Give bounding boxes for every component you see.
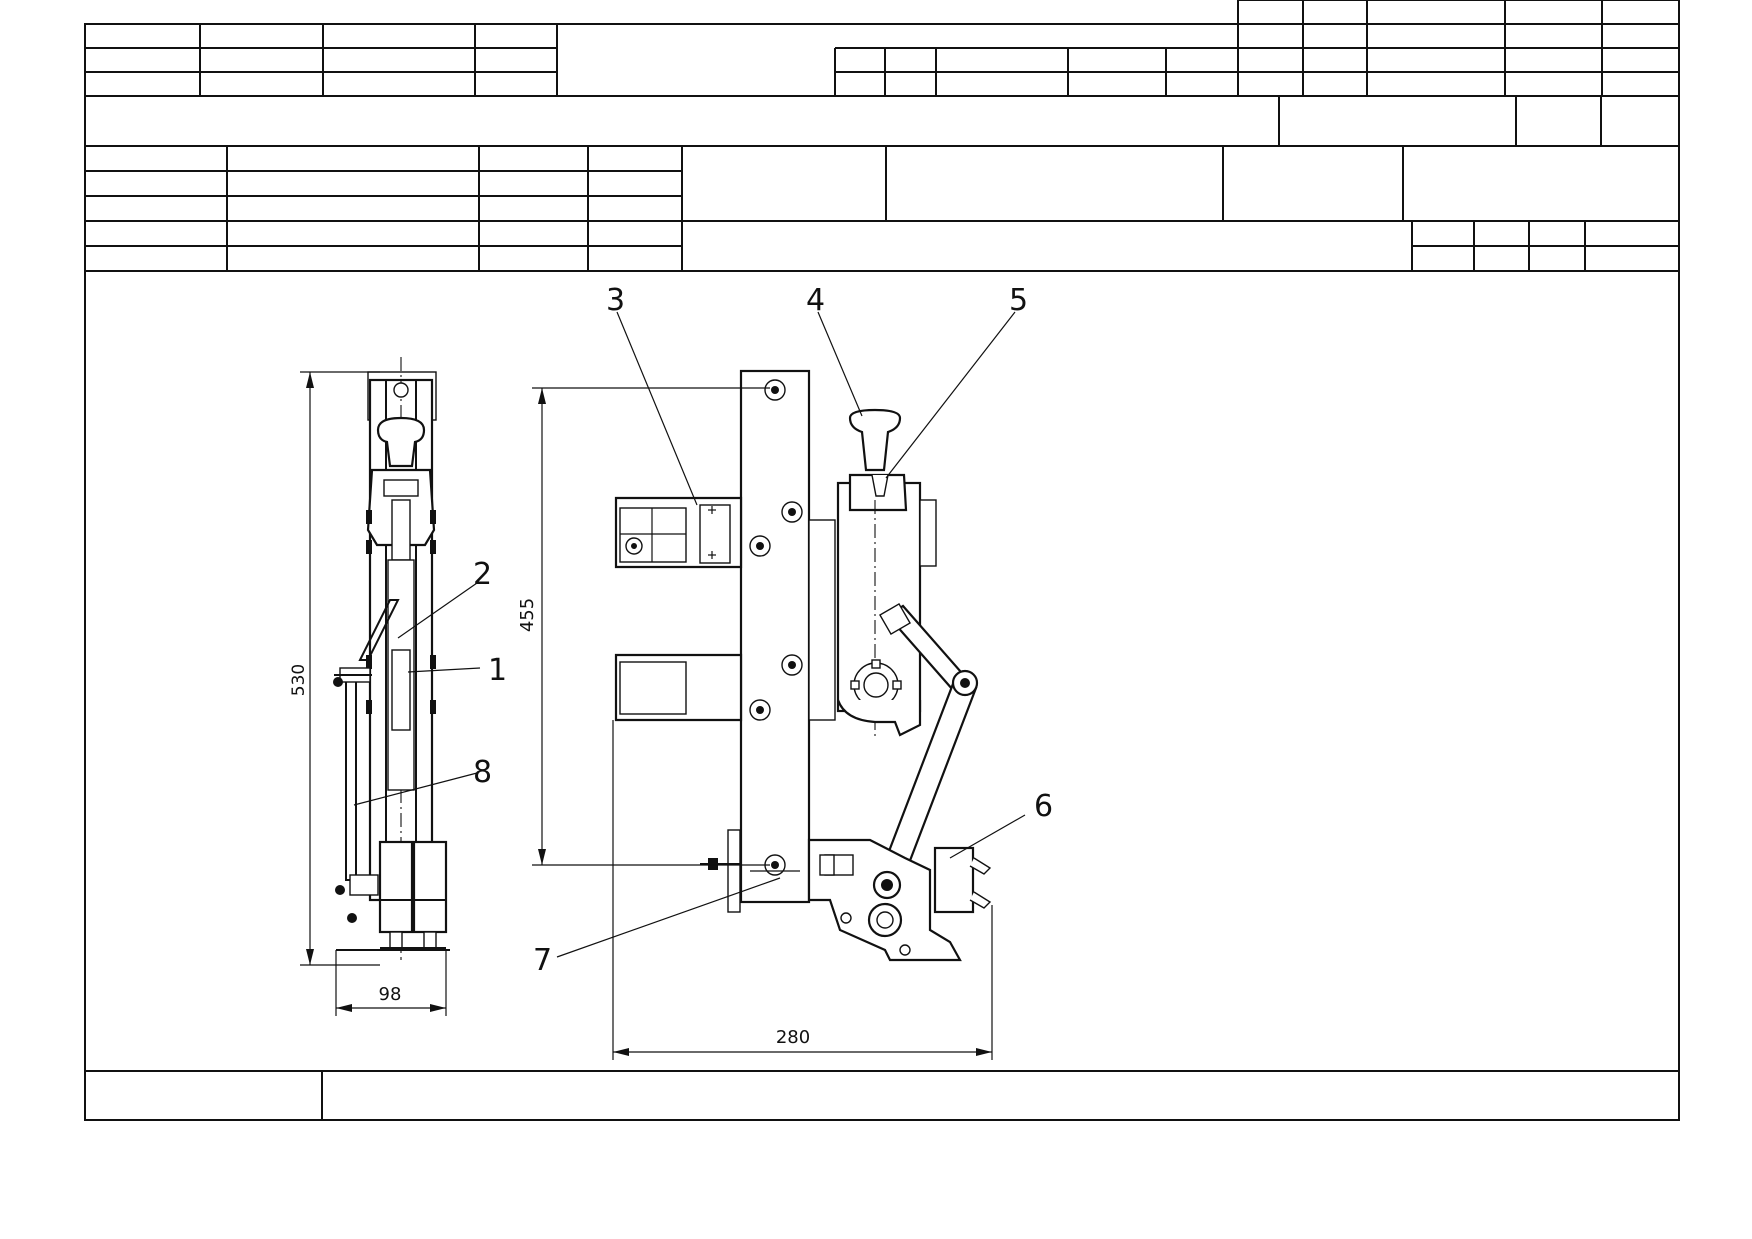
dimension-lines [300, 371, 993, 1060]
callout-4: 4 [806, 283, 825, 318]
dim-530: 530 [289, 664, 309, 696]
dim-280: 280 [776, 1027, 810, 1048]
title-band [85, 95, 1679, 147]
dim-98: 98 [379, 984, 402, 1005]
bottom-band [85, 1070, 1679, 1120]
callout-6: 6 [1034, 789, 1053, 824]
callout-3: 3 [606, 283, 625, 318]
callout-7: 7 [533, 943, 552, 978]
table-top-right [834, 0, 1680, 96]
callout-leaders [353, 311, 1026, 958]
dim-455: 455 [517, 598, 538, 632]
side-view [333, 357, 450, 960]
callout-1: 1 [488, 653, 507, 688]
title-block [84, 0, 1680, 1121]
table-info [85, 146, 1679, 272]
front-view [614, 369, 992, 962]
panel-bolts [625, 379, 803, 876]
callout-8: 8 [473, 755, 492, 790]
callout-5: 5 [1009, 283, 1028, 318]
callout-2: 2 [473, 557, 492, 592]
table-top-left [85, 24, 558, 96]
